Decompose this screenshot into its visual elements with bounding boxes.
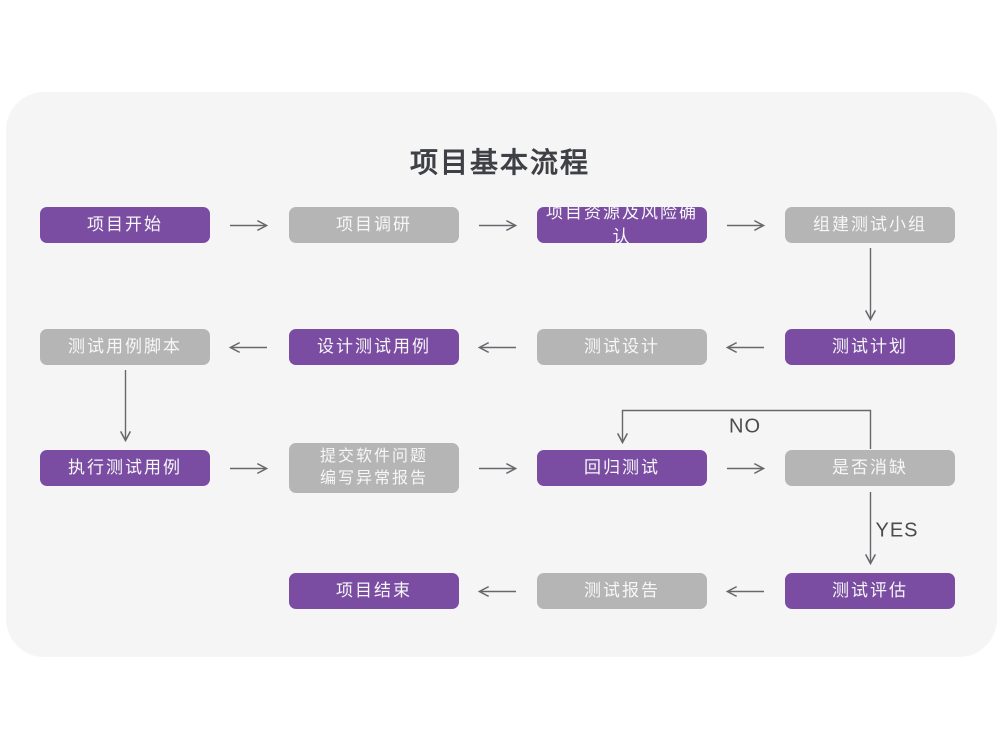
node-project-start: 项目开始 <box>40 207 210 243</box>
edge-label-no: NO <box>729 415 761 438</box>
node-test-evaluation: 测试评估 <box>785 573 955 609</box>
node-project-end: 项目结束 <box>289 573 459 609</box>
page-title: 项目基本流程 <box>409 147 590 178</box>
node-test-design: 测试设计 <box>537 329 707 365</box>
node-test-case-script: 测试用例脚本 <box>40 329 210 365</box>
node-test-report: 测试报告 <box>537 573 707 609</box>
node-test-plan: 测试计划 <box>785 329 955 365</box>
node-defect-cleared-decision: 是否消缺 <box>785 450 955 486</box>
node-regression-test: 回归测试 <box>537 450 707 486</box>
flowchart-card <box>6 92 997 657</box>
node-submit-issues-report: 提交软件问题 编写异常报告 <box>289 443 459 493</box>
node-project-research: 项目调研 <box>289 207 459 243</box>
node-design-test-cases: 设计测试用例 <box>289 329 459 365</box>
edge-label-yes: YES <box>875 519 919 542</box>
node-resource-risk-confirm: 项目资源及风险确认 <box>537 203 707 246</box>
node-execute-test-cases: 执行测试用例 <box>40 450 210 486</box>
node-build-test-team: 组建测试小组 <box>785 207 955 243</box>
